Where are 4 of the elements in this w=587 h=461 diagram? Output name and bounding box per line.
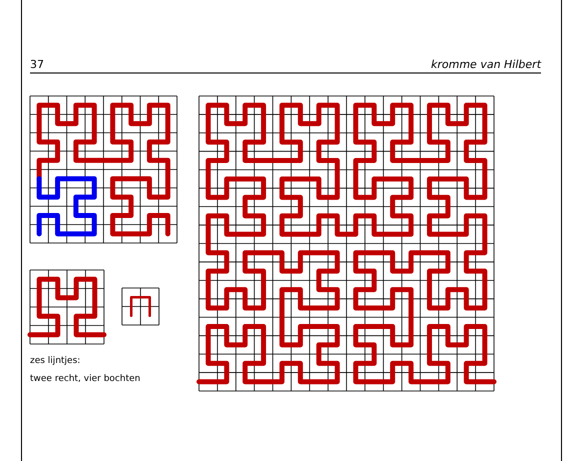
page-number: 37 (30, 58, 44, 71)
page-title: kromme van Hilbert (431, 58, 542, 71)
caption-text: twee recht, vier bochten (30, 374, 140, 384)
caption-text: zes lijntjes: (30, 356, 80, 366)
